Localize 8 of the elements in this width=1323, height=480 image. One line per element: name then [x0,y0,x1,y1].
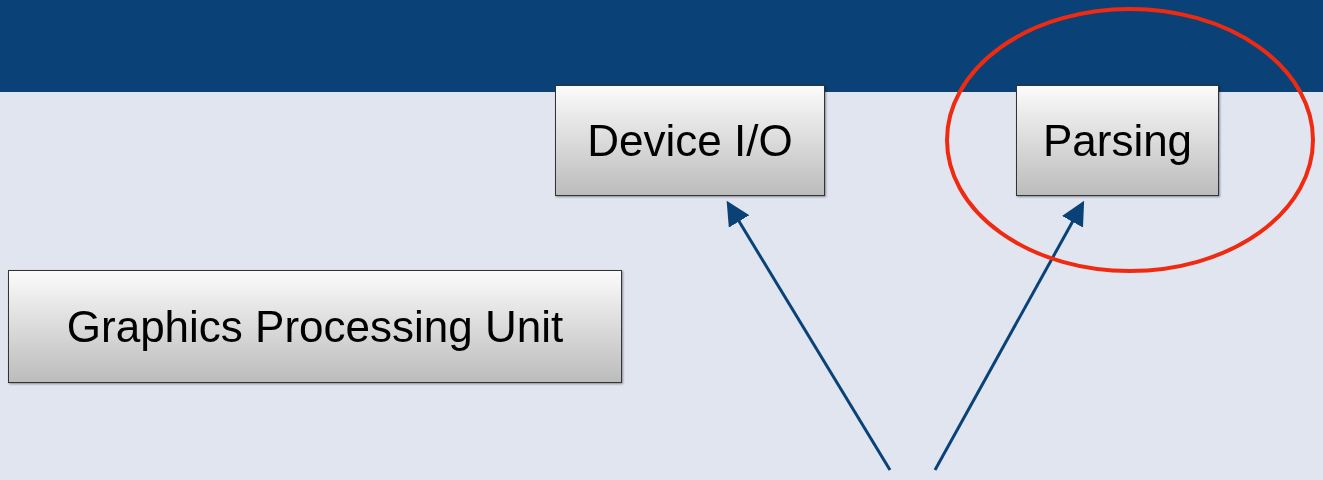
box-label: Device I/O [587,115,793,167]
box-label: Graphics Processing Unit [66,301,564,353]
process-box [1016,85,1219,196]
process-box [8,270,622,383]
process-box [555,85,825,196]
arrow [726,200,892,471]
box-label: Parsing [1042,115,1193,167]
arrow [933,200,1085,471]
